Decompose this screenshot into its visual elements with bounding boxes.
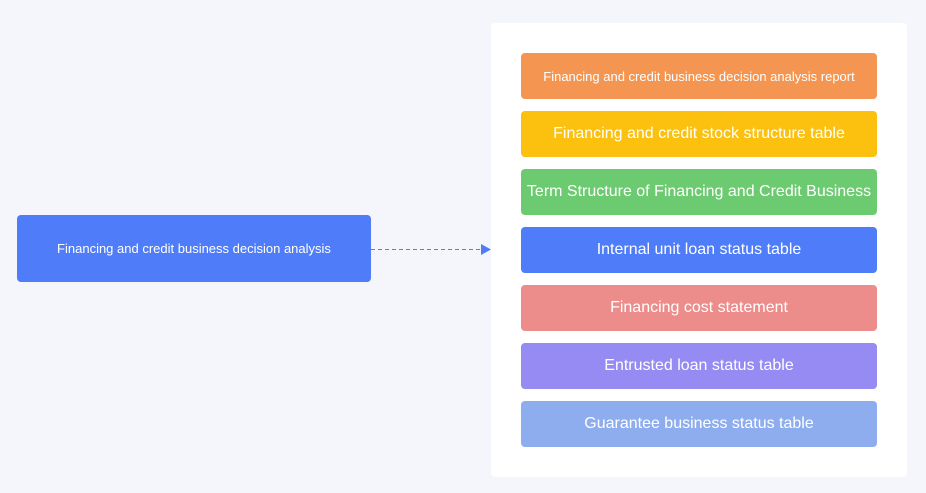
- output-panel: Financing and credit business decision a…: [491, 23, 907, 477]
- item-label: Financing and credit business decision a…: [543, 68, 855, 84]
- item-decision-analysis-report: Financing and credit business decision a…: [521, 53, 877, 99]
- item-stock-structure-table: Financing and credit stock structure tab…: [521, 111, 877, 157]
- item-label: Term Structure of Financing and Credit B…: [526, 183, 872, 200]
- item-label: Guarantee business status table: [584, 415, 814, 432]
- item-financing-cost-statement: Financing cost statement: [521, 285, 877, 331]
- item-label: Entrusted loan status table: [604, 357, 794, 374]
- item-internal-unit-loan-table: Internal unit loan status table: [521, 227, 877, 273]
- item-entrusted-loan-table: Entrusted loan status table: [521, 343, 877, 389]
- item-label: Internal unit loan status table: [596, 241, 802, 258]
- item-label: Financing and credit stock structure tab…: [553, 125, 845, 142]
- arrow-head-icon: [481, 244, 491, 255]
- item-label: Financing cost statement: [610, 299, 788, 316]
- item-term-structure: Term Structure of Financing and Credit B…: [521, 169, 877, 215]
- item-guarantee-business-table: Guarantee business status table: [521, 401, 877, 447]
- dashed-arrow-connector: [371, 244, 491, 255]
- source-node-label: Financing and credit business decision a…: [57, 241, 331, 256]
- source-node: Financing and credit business decision a…: [17, 215, 371, 282]
